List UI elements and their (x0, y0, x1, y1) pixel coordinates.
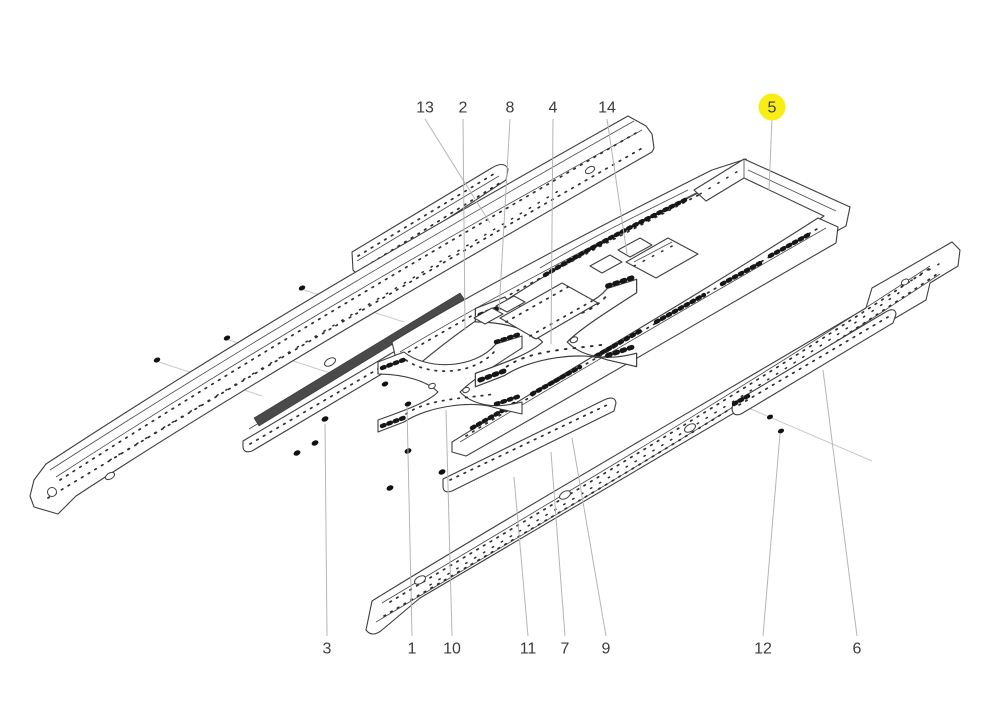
leader-line-1 (406, 406, 413, 637)
leader-line-12 (762, 433, 781, 637)
callout-2[interactable]: 2 (459, 100, 468, 331)
callout-label-10: 10 (443, 641, 461, 658)
callout-label-2: 2 (459, 100, 468, 117)
leader-line-10 (445, 409, 453, 637)
callout-13[interactable]: 13 (416, 100, 491, 224)
callout-label-7: 7 (561, 641, 570, 658)
callout-3[interactable]: 3 (323, 423, 332, 658)
lower-thin-strip (442, 397, 617, 493)
assembly-lower-rail (451, 217, 839, 457)
callout-label-8: 8 (506, 100, 515, 117)
leader-line-8 (498, 118, 511, 313)
leader-line-6 (822, 369, 858, 637)
callout-label-13: 13 (416, 100, 434, 117)
callout-7[interactable]: 7 (550, 451, 570, 658)
callout-label-1: 1 (408, 641, 417, 658)
highlight-circle (758, 93, 786, 121)
callout-8[interactable]: 8 (498, 100, 515, 313)
spider-crossmember-rear (474, 277, 637, 387)
leader-line-4 (550, 118, 554, 345)
callout-label-9: 9 (602, 641, 611, 658)
leader-line-2 (462, 118, 466, 331)
crossmember-top-plate (499, 282, 599, 340)
callout-label-4: 4 (549, 100, 558, 117)
callout-4[interactable]: 4 (549, 100, 558, 345)
callout-9[interactable]: 9 (571, 437, 611, 658)
callout-12[interactable]: 12 (754, 433, 781, 658)
leader-line-3 (324, 423, 328, 637)
leader-line-13 (424, 118, 491, 224)
callout-label-6: 6 (853, 641, 862, 658)
callout-label-14: 14 (598, 100, 616, 117)
leader-line-11 (513, 476, 529, 637)
leader-line-14 (606, 118, 628, 255)
callout-1[interactable]: 1 (406, 406, 417, 658)
callout-label-12: 12 (754, 641, 772, 658)
callout-6[interactable]: 6 (822, 369, 862, 658)
callout-layer: 13 2 8 4 14 5 3 1 10 11 7 9 12 6 (323, 93, 862, 658)
left-frame-rail (29, 115, 655, 515)
callout-label-3: 3 (323, 641, 332, 658)
leader-line-7 (550, 451, 566, 637)
leader-line-9 (571, 437, 607, 637)
leader-line-5 (768, 118, 773, 191)
callout-5[interactable]: 5 (758, 93, 786, 191)
callout-10[interactable]: 10 (443, 409, 461, 658)
callout-label-11: 11 (520, 641, 537, 658)
callout-11[interactable]: 11 (513, 476, 537, 658)
callout-label-5: 5 (768, 100, 777, 117)
rail-liner-strip (731, 309, 897, 416)
fastener-bolts (153, 285, 785, 491)
callout-14[interactable]: 14 (598, 100, 628, 255)
